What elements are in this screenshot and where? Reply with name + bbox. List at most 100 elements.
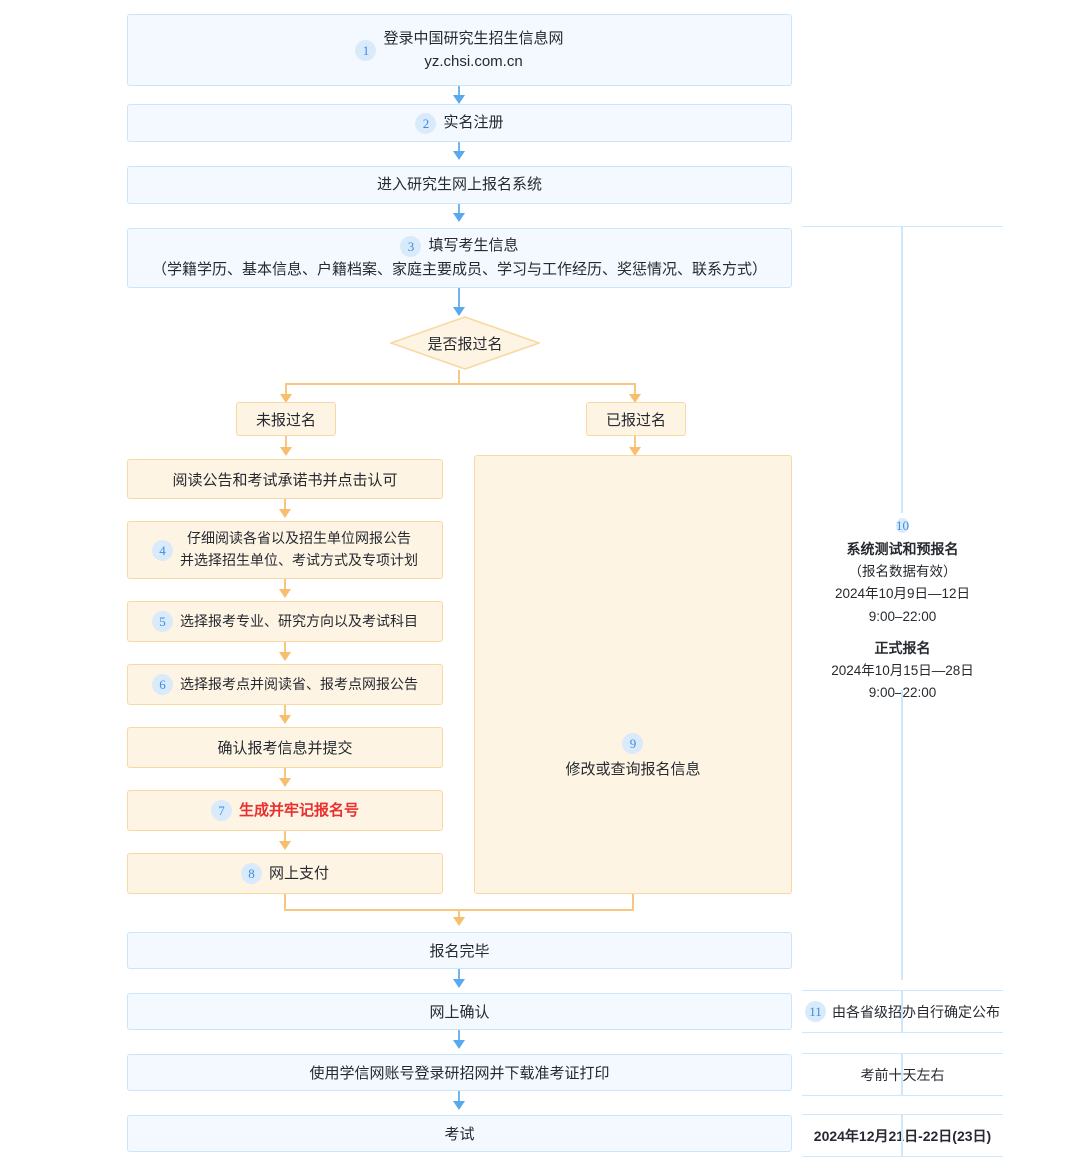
connector-7-to-8	[284, 831, 286, 843]
node-step-4-line2: 并选择招生单位、考试方式及专项计划	[180, 552, 418, 568]
step-number-badge-5: 5	[152, 611, 173, 632]
timeline-pretest-note: （报名数据有效）	[848, 564, 957, 580]
step-number-badge-3: 3	[400, 235, 422, 257]
step-number-badge-9: 9	[622, 732, 644, 754]
node-confirm-submit[interactable]: 确认报考信息并提交	[127, 727, 443, 768]
arrow-1-to-2	[453, 95, 465, 104]
arrow-right-branch-down	[629, 447, 641, 456]
node-step-7[interactable]: 7 生成并牢记报名号	[127, 790, 443, 831]
connector-right-branch-down	[634, 436, 636, 450]
connector-2-to-system	[458, 142, 460, 156]
node-step-3-line1: 填写考生信息	[428, 237, 519, 254]
step-number-badge-8: 8	[240, 863, 262, 884]
connector-system-to-3	[458, 204, 460, 218]
connector-decision-right	[634, 383, 636, 397]
node-step-1-line2: yz.chsi.com.cn	[424, 53, 523, 70]
connector-left-branch-down	[285, 436, 287, 450]
connector-4-to-5	[284, 579, 286, 591]
timeline-step-11-label: 由各省级招办自行确定公布	[832, 1003, 1000, 1020]
connector-9-merge-down	[632, 894, 634, 911]
arrow-confirm-to-ticket	[453, 1040, 465, 1049]
node-enter-system[interactable]: 进入研究生网上报名系统	[127, 166, 792, 204]
arrow-5-to-6	[279, 652, 291, 661]
arrow-ticket-to-exam	[453, 1101, 465, 1110]
node-branch-not-registered[interactable]: 未报过名	[236, 402, 336, 436]
node-step-8[interactable]: 8 网上支付	[127, 853, 443, 894]
timeline-divider-segment-ticket	[901, 1053, 903, 1096]
node-step-3[interactable]: 3 填写考生信息 （学籍学历、基本信息、户籍档案、家庭主要成员、学习与工作经历、…	[127, 228, 792, 288]
timeline-pretest-time: 9:00–22:00	[868, 608, 937, 624]
node-step-6[interactable]: 6 选择报考点并阅读省、报考点网报公告	[127, 664, 443, 705]
timeline-vertical-divider-upper	[901, 226, 903, 513]
timeline-step-10: 10 系统测试和预报名 （报名数据有效） 2024年10月9日—12日 9:00…	[802, 514, 1003, 705]
node-step-4-line1: 仔细阅读各省以及招生单位网报公告	[187, 530, 411, 547]
node-step-2[interactable]: 2 实名注册	[127, 104, 792, 142]
arrow-3-to-decision	[453, 307, 465, 316]
connector-1-to-2	[458, 86, 460, 100]
connector-notice-to-4	[284, 499, 286, 511]
diamond-shape-icon	[390, 316, 540, 370]
step-number-badge-4: 4	[152, 539, 173, 561]
node-step-3-line2: （学籍学历、基本信息、户籍档案、家庭主要成员、学习与工作经历、奖惩情况、联系方式…	[151, 261, 767, 278]
node-step-1-line1: 登录中国研究生招生信息网	[383, 29, 564, 47]
connector-confirm-to-ticket	[458, 1030, 460, 1044]
timeline-formal-title: 正式报名	[874, 639, 931, 656]
timeline-pretest-title: 系统测试和预报名	[846, 541, 959, 557]
node-branch-registered[interactable]: 已报过名	[586, 402, 686, 436]
arrow-decision-left	[280, 394, 292, 403]
timeline-pretest-date: 2024年10月9日—12日	[834, 586, 971, 602]
step-number-badge-10: 10	[896, 518, 909, 533]
arrow-decision-right	[629, 394, 641, 403]
connector-3-to-decision	[458, 288, 460, 310]
node-step-8-label: 网上支付	[268, 864, 329, 882]
decision-registered-before[interactable]: 是否报过名	[390, 316, 540, 370]
timeline-divider-segment-11	[901, 990, 903, 1033]
node-confirm-submit-label: 确认报考信息并提交	[217, 740, 353, 757]
arrow-7-to-8	[279, 841, 291, 850]
arrow-2-to-system	[453, 151, 465, 160]
node-exam-label: 考试	[444, 1126, 475, 1143]
node-step-5-label: 选择报考专业、研究方向以及考试科目	[180, 612, 418, 629]
arrow-4-to-5	[279, 589, 291, 598]
timeline-divider-segment-exam	[901, 1114, 903, 1157]
step-number-badge-6: 6	[152, 674, 173, 695]
node-enter-system-label: 进入研究生网上报名系统	[376, 176, 542, 194]
branch-right-label: 已报过名	[605, 411, 666, 429]
step-number-badge-7: 7	[210, 800, 232, 821]
node-step-6-label: 选择报考点并阅读省、报考点网报公告	[180, 675, 418, 692]
arrow-notice-to-4	[279, 509, 291, 518]
connector-done-to-confirm	[458, 969, 460, 983]
node-registration-done[interactable]: 报名完毕	[127, 932, 792, 969]
node-registration-done-label: 报名完毕	[429, 943, 490, 960]
arrow-merge-to-done	[453, 917, 465, 926]
arrow-system-to-3	[453, 213, 465, 222]
connector-confirm-to-7	[284, 768, 286, 780]
node-step-9-label: 修改或查询报名信息	[565, 760, 701, 778]
arrow-done-to-confirm	[453, 979, 465, 988]
node-exam[interactable]: 考试	[127, 1115, 792, 1152]
node-step-7-label: 生成并牢记报名号	[238, 801, 359, 819]
node-download-ticket-label: 使用学信网账号登录研招网并下载准考证打印	[309, 1065, 610, 1082]
connector-6-to-confirm	[284, 705, 286, 717]
arrow-confirm-to-7	[279, 778, 291, 787]
node-step-4[interactable]: 4 仔细阅读各省以及招生单位网报公告 并选择招生单位、考试方式及专项计划	[127, 521, 443, 579]
node-read-notice[interactable]: 阅读公告和考试承诺书并点击认可	[127, 459, 443, 499]
branch-left-label: 未报过名	[255, 411, 316, 429]
decision-label: 是否报过名	[427, 335, 503, 353]
node-step-1[interactable]: 1 登录中国研究生招生信息网 yz.chsi.com.cn	[127, 14, 792, 86]
node-step-2-label: 实名注册	[443, 114, 504, 132]
connector-ticket-to-exam	[458, 1091, 460, 1105]
timeline-formal-date: 2024年10月15日—28日	[831, 662, 974, 678]
node-online-confirm[interactable]: 网上确认	[127, 993, 792, 1030]
connector-8-merge-down	[284, 894, 286, 911]
node-read-notice-label: 阅读公告和考试承诺书并点击认可	[172, 471, 398, 489]
step-number-badge-11: 11	[805, 1001, 826, 1022]
node-step-9[interactable]: 9 修改或查询报名信息	[474, 455, 792, 894]
connector-merge-stem	[458, 909, 460, 919]
node-download-ticket[interactable]: 使用学信网账号登录研招网并下载准考证打印	[127, 1054, 792, 1091]
arrow-6-to-confirm	[279, 715, 291, 724]
connector-decision-stem	[458, 370, 460, 384]
connector-decision-left	[285, 383, 287, 397]
node-step-5[interactable]: 5 选择报考专业、研究方向以及考试科目	[127, 601, 443, 642]
